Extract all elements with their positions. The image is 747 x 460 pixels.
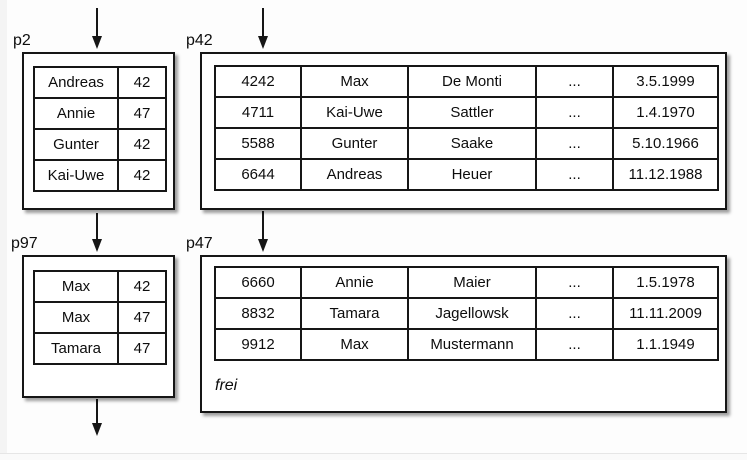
table-cell: 42 xyxy=(117,128,167,161)
arrow-p42-to-p47 xyxy=(258,211,268,252)
table-cell: ... xyxy=(535,297,614,330)
table-cell: 8832 xyxy=(214,297,302,330)
table-cell: ... xyxy=(535,158,614,191)
table-cell: Andreas xyxy=(300,158,409,191)
table-cell: Sattler xyxy=(407,96,537,129)
table-cell: Annie xyxy=(300,266,409,299)
table-cell: Gunter xyxy=(300,127,409,160)
table-cell: Heuer xyxy=(407,158,537,191)
table-cell: 5588 xyxy=(214,127,302,160)
arrow-p2-to-p97 xyxy=(92,213,102,252)
table-cell: Max xyxy=(33,301,119,334)
table-cell: 11.12.1988 xyxy=(612,158,719,191)
table-cell: Saake xyxy=(407,127,537,160)
table-cell: Tamara xyxy=(300,297,409,330)
table-cell: Tamara xyxy=(33,332,119,365)
page-label-p42: p42 xyxy=(186,32,213,49)
table-cell: 5.10.1966 xyxy=(612,127,719,160)
table-cell: Kai-Uwe xyxy=(300,96,409,129)
table-cell: ... xyxy=(535,127,614,160)
table-cell: Andreas xyxy=(33,66,119,99)
table-cell: ... xyxy=(535,65,614,98)
arrow-out-of-p97 xyxy=(92,399,102,436)
table-cell: 1.1.1949 xyxy=(612,328,719,361)
page-label-p2: p2 xyxy=(13,32,31,49)
table-cell: 47 xyxy=(117,332,167,365)
table-cell: 1.4.1970 xyxy=(612,96,719,129)
table-cell: 42 xyxy=(117,66,167,99)
table-cell: 6660 xyxy=(214,266,302,299)
table-cell: 11.11.2009 xyxy=(612,297,719,330)
table-cell: 6644 xyxy=(214,158,302,191)
table-cell: ... xyxy=(535,266,614,299)
table-cell: 3.5.1999 xyxy=(612,65,719,98)
table-cell: ... xyxy=(535,96,614,129)
table-cell: Mustermann xyxy=(407,328,537,361)
table-cell: 9912 xyxy=(214,328,302,361)
table-cell: Gunter xyxy=(33,128,119,161)
table-cell: Jagellowsk xyxy=(407,297,537,330)
page-label-p97: p97 xyxy=(11,235,38,252)
page-label-p47: p47 xyxy=(186,235,213,252)
table-cell: Annie xyxy=(33,97,119,130)
page-edge-strip xyxy=(0,0,7,460)
table-cell: De Monti xyxy=(407,65,537,98)
arrow-into-p42 xyxy=(258,8,268,49)
table-cell: 4242 xyxy=(214,65,302,98)
arrow-into-p2 xyxy=(92,8,102,49)
table-cell: 42 xyxy=(117,159,167,192)
table-cell: Max xyxy=(300,65,409,98)
table-cell: Max xyxy=(33,270,119,303)
table-cell: 47 xyxy=(117,301,167,334)
table-cell: 47 xyxy=(117,97,167,130)
table-cell: 1.5.1978 xyxy=(612,266,719,299)
slide-bottom-rule xyxy=(0,453,747,460)
free-space-label: frei xyxy=(215,377,238,394)
table-cell: 4711 xyxy=(214,96,302,129)
table-cell: 42 xyxy=(117,270,167,303)
table-cell: ... xyxy=(535,328,614,361)
table-cell: Maier xyxy=(407,266,537,299)
table-cell: Kai-Uwe xyxy=(33,159,119,192)
table-cell: Max xyxy=(300,328,409,361)
